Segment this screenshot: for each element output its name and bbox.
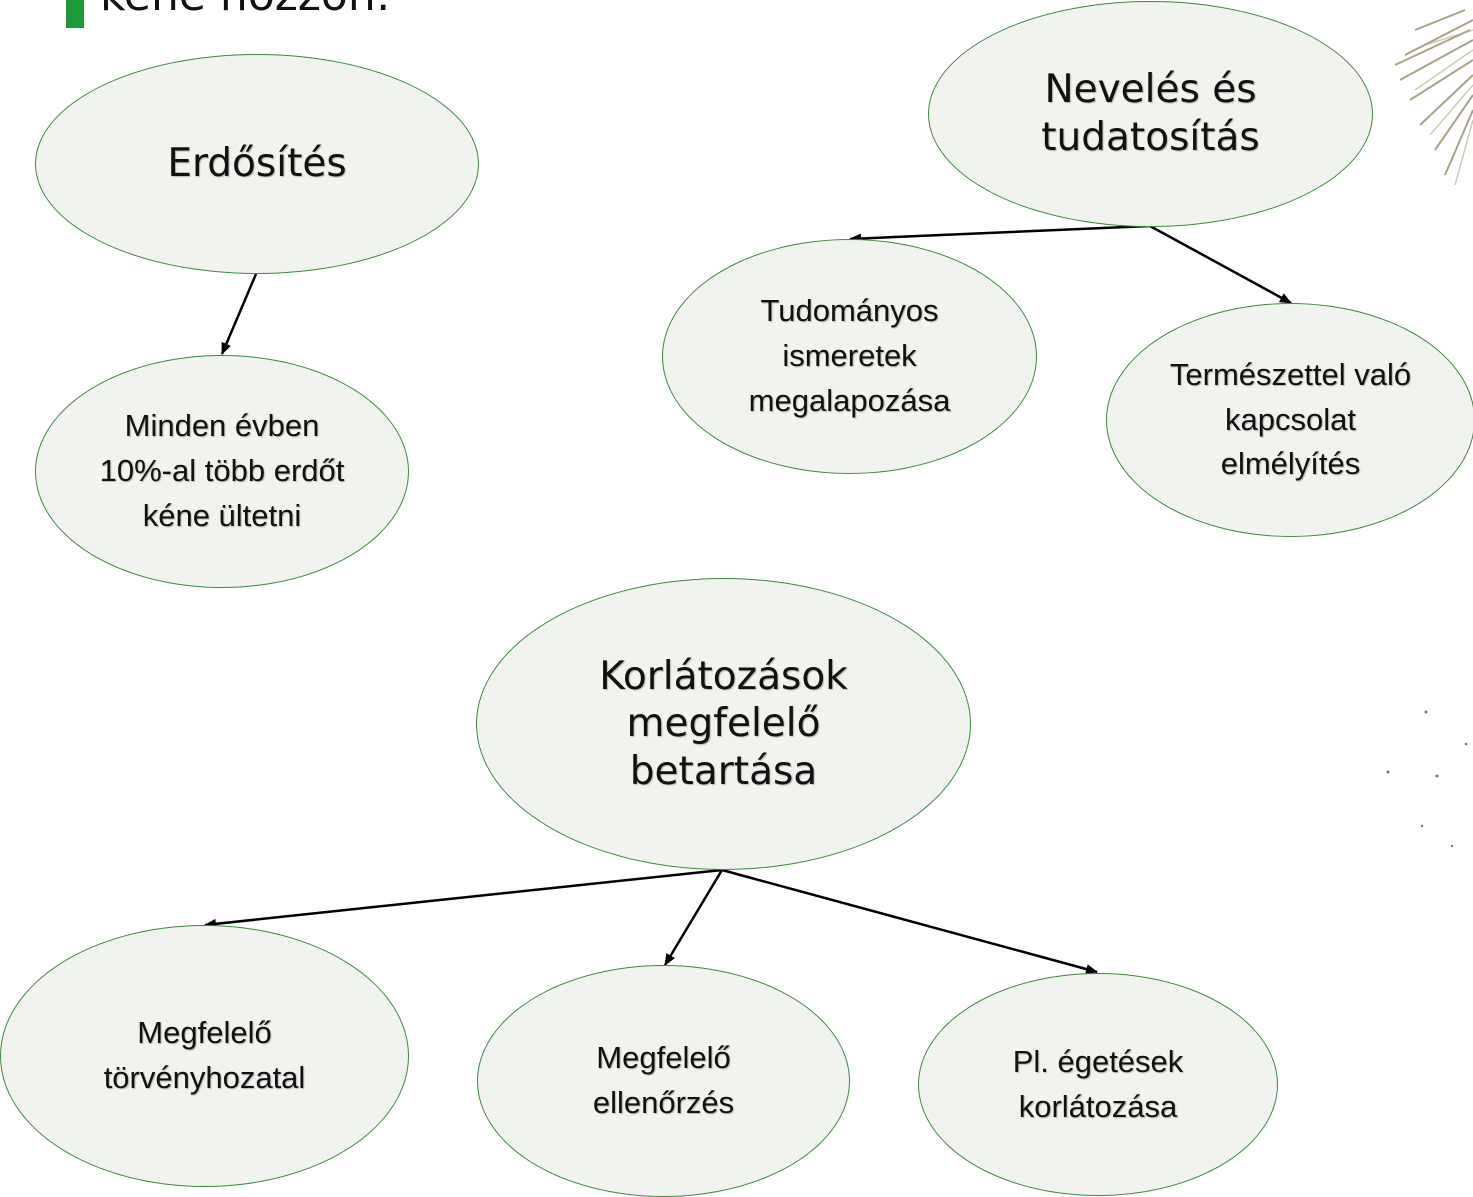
arrow-neveles-to-termeszettel: [1149, 224, 1292, 305]
node-termeszettel: Természettel való kapcsolat elmélyítés: [1106, 303, 1473, 537]
node-tudomanyos-label: Tudományos ismeretek megalapozása: [748, 293, 951, 418]
node-erdosites-label: Erdősítés: [167, 141, 347, 187]
node-egetesek: Pl. égetések korlátozása: [918, 973, 1278, 1196]
node-tudomanyos: Tudományos ismeretek megalapozása: [662, 239, 1037, 474]
node-minden-evben-label: Minden évben 10%-al több erdőt kéne ülte…: [99, 408, 345, 533]
arrow-korlatozasok-to-ellenorzes: [663, 869, 724, 966]
tree-branch-decoration: [1394, 9, 1473, 186]
title-accent-bar: [66, 0, 84, 28]
arrow-neveles-to-tudomanyos: [849, 224, 1151, 244]
node-torvenyhozatal-label: Megfelelő törvényhozatal: [103, 1015, 306, 1095]
node-erdosites: Erdősítés: [35, 54, 479, 274]
node-termeszettel-label: Természettel való kapcsolat elmélyítés: [1169, 356, 1412, 482]
arrow-erdosites-to-minden-evben: [220, 273, 258, 355]
slide-title: kéne hozzon:: [100, 0, 391, 21]
node-neveles-label: Nevelés és tudatosítás: [1041, 67, 1260, 160]
scattered-dots-decoration: [1386, 710, 1468, 848]
node-neveles: Nevelés és tudatosítás: [928, 1, 1373, 227]
arrow-korlatozasok-to-torvenyhozatal: [204, 868, 723, 929]
node-egetesek-label: Pl. égetések korlátozása: [1012, 1043, 1184, 1124]
node-ellenorzes: Megfelelő ellenőrzés: [477, 965, 850, 1197]
node-torvenyhozatal: Megfelelő törvényhozatal: [0, 925, 409, 1187]
node-korlatozasok: Korlátozások megfelelő betartása: [476, 578, 971, 870]
node-korlatozasok-label: Korlátozások megfelelő betartása: [599, 653, 848, 794]
arrow-korlatozasok-to-egetesek: [721, 868, 1098, 974]
node-minden-evben: Minden évben 10%-al több erdőt kéne ülte…: [35, 355, 409, 588]
node-ellenorzes-label: Megfelelő ellenőrzés: [592, 1040, 735, 1120]
